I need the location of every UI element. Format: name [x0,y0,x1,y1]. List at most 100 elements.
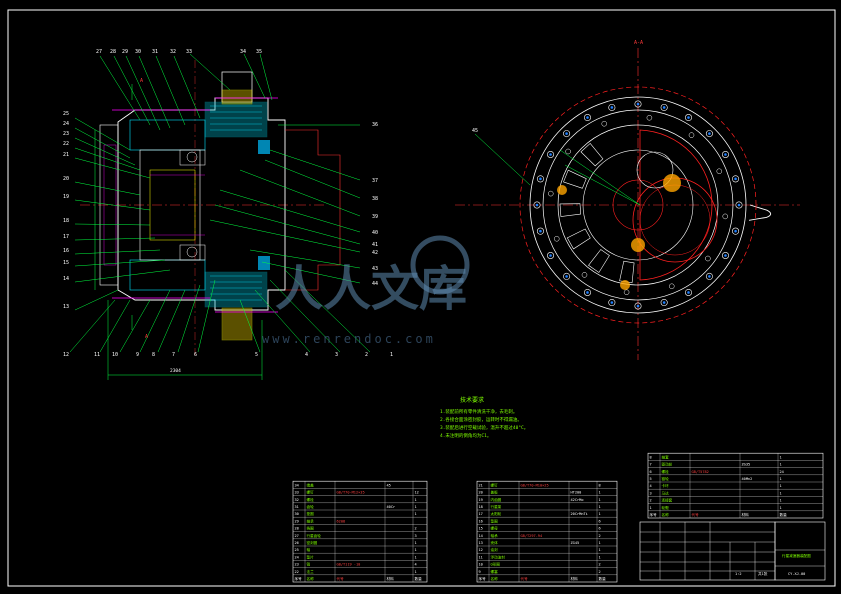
table-cell: 22 [295,570,299,574]
table-cell: 26 [295,541,299,545]
table-cell: O形圈 [491,562,501,567]
table-cell: 40Mn2 [742,477,753,481]
table-cell: 1 [780,484,782,488]
bolt-hole [533,201,541,209]
inner-bolt-hole [668,283,675,290]
width-dimension: 2304 [170,368,181,374]
table-cell: GB/T119 -10 [337,563,361,567]
table-cell: 名称 [491,576,499,581]
table-cell: 轴套 [662,454,670,459]
table-cell: 材料 [387,576,395,581]
table-cell: 太阳轮 [491,511,502,516]
bolt-hole-center [636,304,640,308]
balloon-33: 33 [186,49,192,55]
balloon-29: 29 [122,49,128,55]
bolt-hole-center [539,177,542,181]
tech-note-4: 4.未注明的倒角均为C1。 [440,432,491,439]
table-cell: 齿轮 [307,504,315,509]
table-cell: 1 [780,455,782,459]
balloon-21: 21 [63,152,69,158]
table-cell: 19 [479,498,483,502]
table-cell: 27 [295,534,299,538]
balloon-42: 42 [372,250,378,256]
inner-bolt-hole [553,235,560,242]
table-cell: 1 [415,548,417,552]
table-cell: 连接套 [662,498,673,503]
table-cell: 序号 [295,576,303,581]
table-cell: 序号 [650,512,658,517]
table-cell: 轴承 [491,533,499,538]
inner-bolt-hole [722,213,729,220]
table-cell: 1 [415,512,417,516]
table-cell: 螺母 [491,526,499,531]
table-cell: 名称 [307,576,315,581]
table-frame [647,452,824,519]
bolt-hole-center [708,132,711,135]
table-cell: 1 [415,498,417,502]
tech-note-3: 3.装配后进行空载试验，温升不超过40°C。 [440,424,528,431]
table-cell: 1 [415,505,417,509]
bolt-hole-center [549,254,552,257]
table-cell: 13 [479,541,483,545]
balloon-27: 27 [96,49,102,55]
table-cell: 1 [780,463,782,467]
table-cell: 45 [387,483,391,487]
table-cell: 内齿圈 [491,497,502,502]
balloon-22: 22 [63,141,69,147]
table-cell: 密封圈 [307,540,318,545]
table-cell: 8 [599,483,601,487]
drawing-number: CY-XJ-00 [788,572,805,576]
bolt-hole-center [662,106,666,109]
bolt-hole [563,130,571,138]
drawing-scale: 1:2 [735,572,742,576]
technical-requirements: 技术要求 1.装配前所有零件清洗干净，去毛刺。 2.各接合面涂密封胶，运转时不得… [440,396,528,439]
table-cell: 40Cr [387,505,396,509]
table-cell: 1 [599,548,601,552]
balloon-23: 23 [63,131,69,137]
bolt-hole-center [734,229,737,233]
table-cell: 马达 [662,490,670,495]
balloon-32: 32 [170,49,176,55]
tech-notes-title: 技术要求 [460,396,484,404]
balloon-36: 36 [372,122,378,128]
table-cell: 31 [295,505,299,509]
balloon-14: 14 [63,276,69,282]
bolt-hole-center [734,177,737,181]
bolt-hole-center [687,291,690,294]
bolt-hole-center [586,116,589,119]
table-cell: 6208 [337,519,346,523]
balloon-4: 4 [305,352,308,358]
table-cell: 34 [295,483,299,487]
balloon-8: 8 [152,352,155,358]
bolt-hole-center [636,102,640,106]
table-cell: 24 [780,470,784,474]
inner-bolt-hole [547,190,554,197]
table-cell: 轴承 [307,518,315,523]
balloon-40: 40 [372,230,378,236]
table-cell: 轴 [307,547,311,552]
balloon-31: 31 [152,49,158,55]
table-cell: 2 [599,570,601,574]
table-cell: 数量 [415,576,423,581]
inner-bolt-hole [581,272,588,278]
bolt-hole [684,288,692,296]
bolt-hole-center [737,203,741,207]
spoke-slot [580,142,604,167]
table-cell: 29 [295,519,299,523]
table-cell: 浮动油封 [491,554,506,559]
table-cell: 油封 [491,547,499,552]
table-cell: 端盖 [307,482,315,487]
balloon-12: 12 [63,352,69,358]
inner-bolt-hole [716,168,723,175]
bolt-hole [660,103,668,111]
bolt-hole-center [610,301,614,304]
balloon-11: 11 [94,352,100,358]
sprocket-profile [748,204,772,221]
table-cell: 数量 [599,576,607,581]
balloon-44: 44 [372,281,378,287]
table-cell: 1 [780,499,782,503]
watermark-url: www.renrendoc.com [262,332,436,346]
inner-bolt-hole [688,132,695,138]
